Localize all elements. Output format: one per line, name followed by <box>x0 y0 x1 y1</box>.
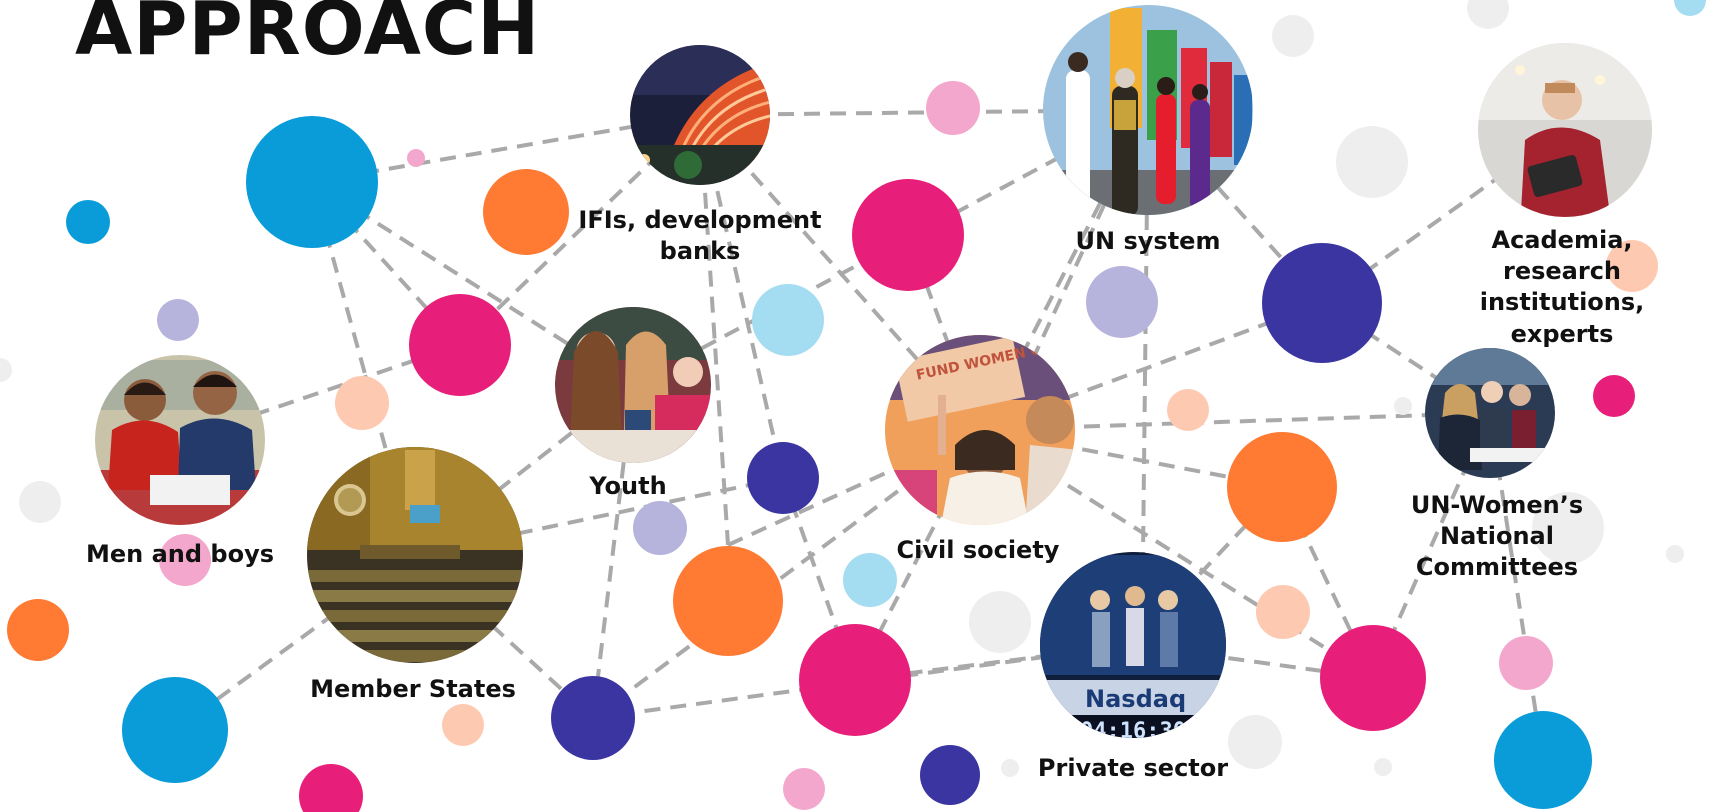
men-and-boys-photo <box>95 355 265 525</box>
bubble <box>926 81 980 135</box>
bubble <box>7 599 69 661</box>
bubble <box>407 149 425 167</box>
bubble <box>483 169 569 255</box>
stakeholder-label-civil-society: Civil society <box>896 536 1060 564</box>
bubble <box>747 442 819 514</box>
bubble <box>1086 266 1158 338</box>
bubble <box>1320 625 1426 731</box>
national-committees-photo <box>1425 348 1555 478</box>
bubble <box>409 294 511 396</box>
bubble <box>1336 126 1408 198</box>
page-title: APPROACH <box>75 0 541 72</box>
bubble <box>1001 759 1019 777</box>
bubble <box>1394 397 1412 415</box>
ticker-text: 04:16:30 <box>1080 719 1186 744</box>
bubble <box>1167 389 1209 431</box>
member-states-photo <box>307 447 523 663</box>
bubble <box>551 676 635 760</box>
bubble <box>783 768 825 810</box>
bubble <box>1227 432 1337 542</box>
bubble <box>1606 240 1658 292</box>
stakeholder-label-national-committees: UN-Women’s National Committees <box>1410 491 1584 582</box>
un-system-photo <box>1043 5 1253 215</box>
bubble <box>1262 243 1382 363</box>
bubble <box>1666 545 1684 563</box>
bubble <box>66 200 110 244</box>
stakeholder-label-academia: Academia, research institutions, experts <box>1479 226 1645 348</box>
ifis-photo <box>630 45 770 185</box>
bubble <box>673 546 783 656</box>
bubble <box>752 284 824 356</box>
bubble <box>1272 15 1314 57</box>
civil-society-photo: FUND WOMEN ORGANIZATIONS <box>885 335 1075 525</box>
bubble <box>19 481 61 523</box>
bubble <box>122 677 228 783</box>
bubble <box>246 116 378 248</box>
stakeholder-label-private-sector: Private sector <box>1037 754 1229 782</box>
bubble <box>1532 492 1604 564</box>
youth-photo <box>555 307 711 463</box>
private-sector-photo: Nasdaq 04:16:30 <box>1040 552 1226 744</box>
stakeholder-label-member-states: Member States <box>310 675 516 703</box>
bubble <box>1499 636 1553 690</box>
bubble <box>1593 375 1635 417</box>
bubble <box>157 299 199 341</box>
stakeholder-label-un-system: UN system <box>1075 227 1221 255</box>
stakeholder-label-youth: Youth <box>589 472 667 500</box>
stakeholder-label-men-and-boys: Men and boys <box>85 540 275 568</box>
bubble <box>969 591 1031 653</box>
bubble <box>159 534 211 586</box>
stakeholder-label-ifis: IFIs, development banks <box>578 206 822 266</box>
bubble <box>799 624 911 736</box>
academia-photo <box>1478 43 1652 217</box>
nasdaq-logo-text: Nasdaq <box>1085 685 1186 713</box>
bubble <box>1467 0 1509 29</box>
bubble <box>852 179 964 291</box>
bubble <box>1494 711 1592 809</box>
bubble <box>335 376 389 430</box>
bubble <box>843 553 897 607</box>
bubble <box>0 358 12 382</box>
bubble <box>1374 758 1392 776</box>
bubble <box>1674 0 1706 16</box>
bubble <box>1256 585 1310 639</box>
bubble <box>920 745 980 805</box>
bubble <box>1228 715 1282 769</box>
bubble <box>442 704 484 746</box>
bubble <box>633 501 687 555</box>
bubble <box>299 764 363 812</box>
